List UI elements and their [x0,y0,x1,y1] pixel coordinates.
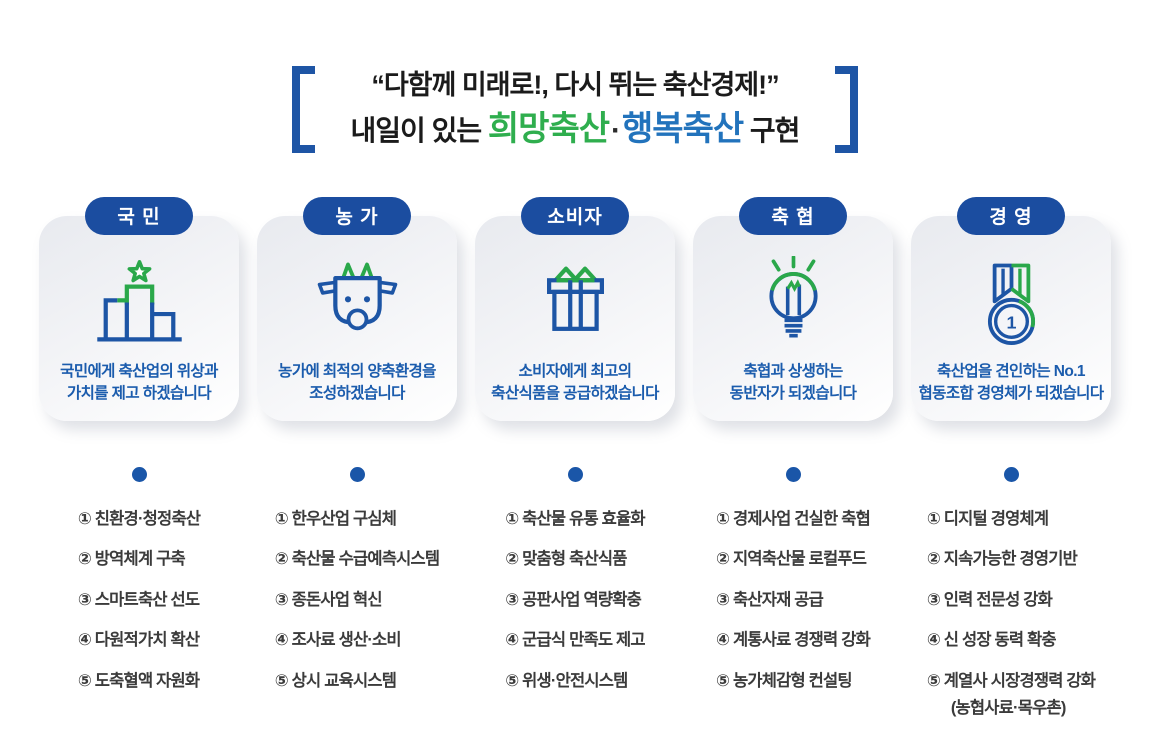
bullet-dot [785,466,801,482]
list-item: ② 지속가능한 경영기반 [926,550,1078,569]
cow-icon [310,246,405,362]
list-item: ③ 스마트축산 선도 [77,590,200,609]
bullet-dot [131,466,147,482]
slogan-suffix: 구현 [743,115,801,147]
slogan-line1: “다함께 미래로!, 다시 뛰는 축산경제!” [351,68,800,103]
list-item-subnote: (농협사료·목우촌) [950,699,1067,718]
badge-public: 국 민 [85,196,193,235]
task-list-farm: ① 한우산업 구심체 ② 축산물 수급예측시스템 ③ 종돈사업 혁신 ④ 조사료… [275,505,440,708]
task-list-public: ① 친환경·청정축산 ② 방역체계 구축 ③ 스마트축산 선도 ④ 다원적가치 … [77,505,201,708]
podium-chart-star-icon [92,246,187,362]
bullet-dot [567,466,583,482]
desc-line1: 축산업을 견인하는 No.1 [937,363,1085,381]
list-item: ⑤ 도축혈액 자원화 [77,671,200,690]
slogan-line2: 내일이 있는 희망축산·행복축산 구현 [350,108,801,151]
list-item: ② 맞춤형 축산식품 [505,550,627,569]
list-item: ① 경제사업 건실한 축협 [716,509,871,528]
list-item: ④ 군급식 만족도 제고 [505,631,645,650]
desc-line2: 조성하겠습니다 [309,384,405,402]
list-item: ② 축산물 수급예측시스템 [274,550,440,569]
list-item: ⑤ 계열사 시장경쟁력 강화 [926,671,1096,690]
list-item: ③ 축산자재 공급 [716,590,824,609]
list-item: ⑤ 농가체감형 컨설팅 [716,671,853,690]
desc-line2: 축산식품을 공급하겠습니다 [491,384,659,402]
medal-first-place-icon: 1 [964,246,1059,362]
task-list-management: ① 디지털 경영체계 ② 지속가능한 경영기반 ③ 인력 전문성 강화 ④ 신 … [926,505,1096,719]
desc-line1: 농가에 최적의 양축환경을 [278,363,436,381]
badge-coop: 축 협 [739,196,847,235]
desc-line2: 협동조합 경영체가 되겠습니다 [918,384,1105,402]
list-item: ④ 다원적가치 확산 [77,631,200,650]
hope-livestock-word: 희망축산 [487,110,610,149]
list-item: ④ 계통사료 경쟁력 강화 [716,631,871,650]
list-item: ④ 신 성장 동력 확충 [926,631,1057,650]
middle-dot: · [611,114,621,148]
lightbulb-icon [746,246,841,362]
list-item: ③ 종돈사업 혁신 [274,590,383,609]
list-item: ① 한우산업 구심체 [274,509,397,528]
badge-management: 경 영 [957,196,1065,235]
right-bracket-icon [835,66,859,153]
desc-line1: 소비자에게 최고의 [518,363,632,381]
list-item: ① 축산물 유통 효율화 [505,509,645,528]
badge-farm: 농 가 [303,196,411,235]
badge-consumer: 소비자 [521,196,629,235]
list-item: ① 친환경·청정축산 [77,509,201,528]
gift-box-icon [528,246,623,362]
task-list-coop: ① 경제사업 건실한 축협 ② 지역축산물 로컬푸드 ③ 축산자재 공급 ④ 계… [716,505,871,708]
pillar-card-management: 1 축산업을 견인하는 No.1 협동조합 경영체가 되겠습니다 [911,215,1111,421]
pillar-column-management: 경 영 1 축산업을 견인하는 No.1 협동조합 경영체가 되겠습니다 [911,196,1111,719]
left-bracket-icon [291,66,315,153]
desc-line2: 가치를 제고 하겠습니다 [66,384,212,402]
medal-number: 1 [1006,312,1016,332]
slogan-header: “다함께 미래로!, 다시 뛰는 축산경제!” 내일이 있는 희망축산·행복축산… [0,0,1150,153]
list-item: ⑤ 위생·안전시스템 [505,671,628,690]
list-item: ⑤ 상시 교육시스템 [274,671,397,690]
list-item: ② 지역축산물 로컬푸드 [716,550,867,569]
desc-line1: 축협과 상생하는 [743,363,843,381]
slogan-bold-1: “다함께 미래로! [371,70,542,100]
list-item: ③ 공판사업 역량확충 [505,590,642,609]
slogan-text: “다함께 미래로!, 다시 뛰는 축산경제!” 내일이 있는 희망축산·행복축산… [345,66,806,153]
bullet-dot [1003,466,1019,482]
bullet-dot [349,466,365,482]
desc-line2: 동반자가 되겠습니다 [729,384,857,402]
slogan-prefix: 내일이 있는 [350,115,488,147]
slogan-mid: , 다시 뛰는 [541,70,663,100]
task-list-consumer: ① 축산물 유통 효율화 ② 맞춤형 축산식품 ③ 공판사업 역량확충 ④ 군급… [505,505,645,708]
happy-livestock-word: 행복축산 [622,110,744,149]
pillar-description-management: 축산업을 견인하는 No.1 협동조합 경영체가 되겠습니다 [918,361,1105,404]
list-item: ③ 인력 전문성 강화 [926,590,1053,609]
slogan-bold-2: 축산경제!” [662,70,780,100]
list-item: ② 방역체계 구축 [77,550,186,569]
list-item: ④ 조사료 생산·소비 [274,631,402,650]
list-item: ① 디지털 경영체계 [926,509,1049,528]
desc-line1: 국민에게 축산업의 위상과 [60,363,218,381]
